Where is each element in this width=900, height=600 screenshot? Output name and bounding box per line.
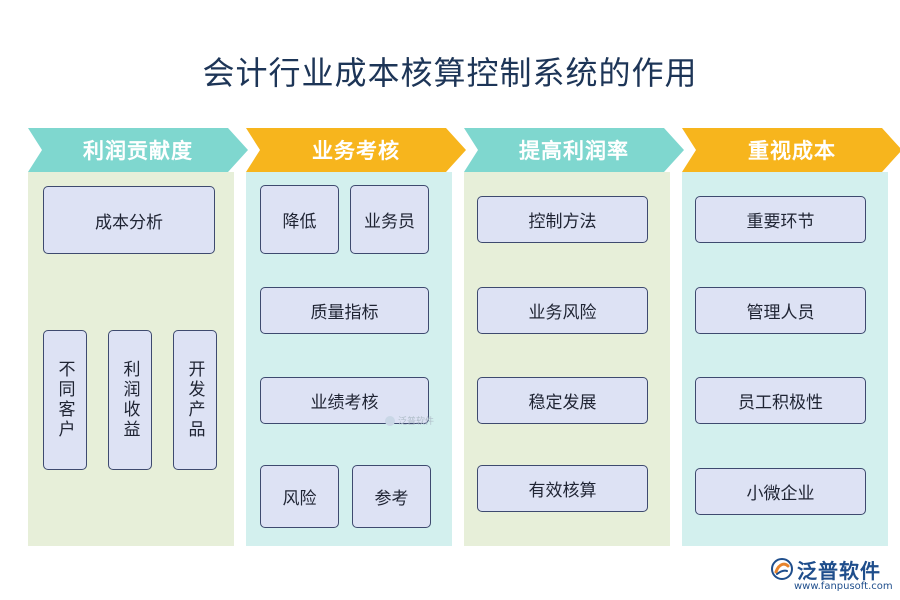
page-title: 会计行业成本核算控制系统的作用 xyxy=(202,54,698,92)
item-box: 业务风险 xyxy=(477,287,648,334)
item-box: 重要环节 xyxy=(695,196,866,243)
column-increase-profit-rate: 提高利润率 控制方法 业务风险 稳定发展 有效核算 xyxy=(464,128,684,546)
column-panel: 成本分析 不同客户 利润收益 开发产品 xyxy=(28,172,234,546)
item-box: 控制方法 xyxy=(477,196,648,243)
watermark: 泛普软件 xyxy=(385,414,434,427)
brand-logo-icon xyxy=(771,558,793,580)
item-box-vertical: 利润收益 xyxy=(108,330,152,470)
item-box-vertical: 开发产品 xyxy=(173,330,217,470)
item-box: 风险 xyxy=(260,465,339,528)
item-box: 质量指标 xyxy=(260,287,429,334)
brand-name: 泛普软件 xyxy=(797,559,881,583)
item-box: 参考 xyxy=(352,465,431,528)
item-box: 成本分析 xyxy=(43,186,215,254)
column-panel: 降低 业务员 质量指标 业绩考核 风险 参考 xyxy=(246,172,452,546)
column-value-cost: 重视成本 重要环节 管理人员 员工积极性 小微企业 xyxy=(682,128,900,546)
watermark-text: 泛普软件 xyxy=(398,417,435,427)
brand-url: www.fanpusoft.com xyxy=(794,581,893,592)
watermark-logo-icon xyxy=(385,415,395,426)
column-business-assessment: 业务考核 降低 业务员 质量指标 业绩考核 风险 参考 xyxy=(246,128,466,546)
item-box: 有效核算 xyxy=(477,465,648,512)
item-box-vertical: 不同客户 xyxy=(43,330,87,470)
item-box: 降低 xyxy=(260,185,339,254)
item-box: 管理人员 xyxy=(695,287,866,334)
item-box: 业务员 xyxy=(350,185,429,254)
column-panel: 控制方法 业务风险 稳定发展 有效核算 xyxy=(464,172,670,546)
brand-logo: 泛普软件 www.fanpusoft.com xyxy=(770,555,895,597)
item-box: 业绩考核 xyxy=(260,377,429,424)
column-panel: 重要环节 管理人员 员工积极性 小微企业 xyxy=(682,172,888,546)
column-header: 重视成本 xyxy=(682,128,900,172)
column-header: 业务考核 xyxy=(246,128,466,172)
item-box: 稳定发展 xyxy=(477,377,648,424)
item-box: 小微企业 xyxy=(695,468,866,515)
item-box: 员工积极性 xyxy=(695,377,866,424)
column-header: 利润贡献度 xyxy=(28,128,248,172)
column-header: 提高利润率 xyxy=(464,128,684,172)
column-profit-contribution: 利润贡献度 成本分析 不同客户 利润收益 开发产品 xyxy=(28,128,248,546)
